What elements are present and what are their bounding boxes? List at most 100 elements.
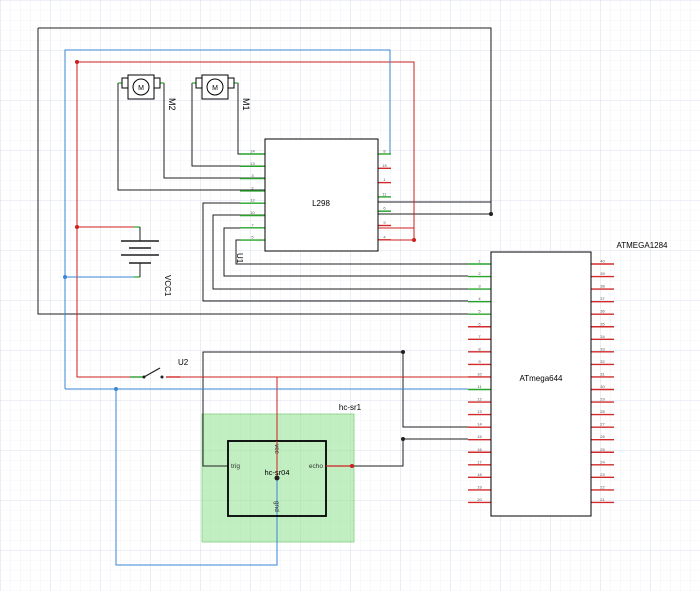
pin-number: 25 (600, 447, 605, 452)
wire-vs[interactable] (77, 61, 415, 241)
pin-number: 7 (478, 334, 481, 339)
sensor-pin-trig: trig (231, 463, 240, 470)
wire-m2-out2[interactable] (163, 83, 265, 179)
l298-name: L298 (312, 199, 330, 208)
switch-ref: U2 (178, 358, 189, 367)
pin-number: 20 (477, 497, 482, 502)
wire-m2-out1[interactable] (117, 83, 265, 191)
junction-dot (412, 238, 416, 242)
pin-number: 22 (600, 484, 605, 489)
pin-number: 34 (600, 334, 605, 339)
pin-number: 17 (477, 459, 482, 464)
pin-number: 27 (600, 422, 605, 427)
battery-vcc1[interactable]: VCC1 (121, 226, 172, 297)
l298-driver[interactable]: OUT414OUT313OUT23OUT12IN412IN310IN27IN15… (235, 138, 391, 264)
wire-sensor-gnd[interactable] (115, 389, 278, 566)
motor-icon (206, 78, 224, 96)
pin-number: 32 (600, 359, 605, 364)
wire-in4-pb3[interactable] (202, 202, 468, 302)
motor-m2[interactable]: M M2 (118, 74, 177, 111)
pin-number: 13 (477, 409, 482, 414)
pin-number: 31 (600, 371, 605, 376)
wire-vcc-left[interactable] (76, 62, 130, 378)
pin-number: 1 (478, 259, 481, 264)
pin-number: 8 (383, 149, 386, 154)
pin-number: 11 (477, 384, 482, 389)
pin-number: 3 (478, 284, 481, 289)
pin-number: 37 (600, 296, 605, 301)
junction-dot (401, 350, 405, 354)
wire-trig-pd0[interactable] (202, 351, 468, 467)
l298-body (264, 138, 379, 252)
sensor-pin-gnd: gnd (273, 501, 280, 512)
pin-number: 8 (478, 346, 481, 351)
pin-number: 24 (600, 459, 605, 464)
pin-number: 15 (477, 434, 482, 439)
pin-number: 23 (600, 472, 605, 477)
wire-outer-left[interactable] (37, 28, 468, 315)
wire-outer-top[interactable] (38, 27, 492, 214)
pin-number: 36 (600, 309, 605, 314)
pin-number: 6 (383, 206, 386, 211)
motor-m1[interactable]: M M1 (192, 74, 251, 111)
pin-number: 14 (250, 149, 255, 154)
junction-dot (63, 275, 67, 279)
pin-number: 2 (478, 271, 481, 276)
junction-dot (401, 437, 405, 441)
pin-number: 21 (600, 497, 605, 502)
pin-number: 38 (600, 284, 605, 289)
junction-dot (75, 225, 79, 229)
wire-echo-pd1[interactable] (326, 438, 468, 467)
pin-number: 1 (383, 177, 386, 182)
pin-number: 30 (600, 384, 605, 389)
motor-m2-ref: M2 (167, 98, 177, 111)
pin-number: 33 (600, 346, 605, 351)
pin-number: 35 (600, 321, 605, 326)
junction-dot (75, 60, 79, 64)
sensor-pin-echo: echo (309, 463, 323, 470)
pin-number: 29 (600, 397, 605, 402)
mcu-body (490, 251, 592, 517)
pin-number: 26 (600, 434, 605, 439)
pin-number: 10 (250, 210, 255, 215)
pin-number: 3 (251, 173, 254, 178)
pin-number: 16 (477, 447, 482, 452)
wire-in3-pb2[interactable] (212, 214, 468, 290)
atmega-mcu[interactable]: PB01PB12PB23PB34PB45PB56PB67PB78RESET9VC… (468, 241, 668, 517)
mcu-name: ATmega644 (520, 374, 564, 383)
pin-number: 40 (600, 259, 605, 264)
pin-number: 12 (250, 198, 255, 203)
pin-number: 4 (478, 296, 481, 301)
pin-number: 2 (251, 185, 254, 190)
pin-number: 10 (477, 371, 482, 376)
pin-number: 12 (477, 397, 482, 402)
pin-number: 6 (478, 321, 481, 326)
pin-number: 15 (382, 163, 387, 168)
motor-m1-symbol: M (212, 85, 218, 92)
motor-icon (132, 78, 150, 96)
pin-number: 11 (382, 191, 387, 196)
hc-sr04-sensor[interactable]: hc-sr04 trig echo vcc gnd hc-sr1 (227, 403, 362, 517)
pin-number: 5 (478, 309, 481, 314)
pin-number: 4 (383, 234, 386, 239)
motor-m1-ref: M1 (241, 98, 251, 111)
pin-number: 7 (251, 222, 254, 227)
pin-number: 9 (383, 220, 386, 225)
pin-number: 28 (600, 409, 605, 414)
pin-number: 9 (478, 359, 481, 364)
motor-m2-symbol: M (138, 85, 144, 92)
red-wires (76, 61, 468, 441)
pin-number: 39 (600, 271, 605, 276)
battery-ref: VCC1 (163, 275, 172, 297)
pin-number: 13 (250, 161, 255, 166)
sensor-center-dot (274, 475, 280, 481)
sensor-ref: hc-sr1 (339, 403, 362, 412)
junction-dot (489, 212, 493, 216)
junction-dot (114, 387, 118, 391)
switch-u2[interactable]: U2 (130, 358, 189, 379)
pin-number: 18 (477, 472, 482, 477)
pin-number: 5 (251, 235, 254, 240)
switch-lever (143, 367, 161, 378)
